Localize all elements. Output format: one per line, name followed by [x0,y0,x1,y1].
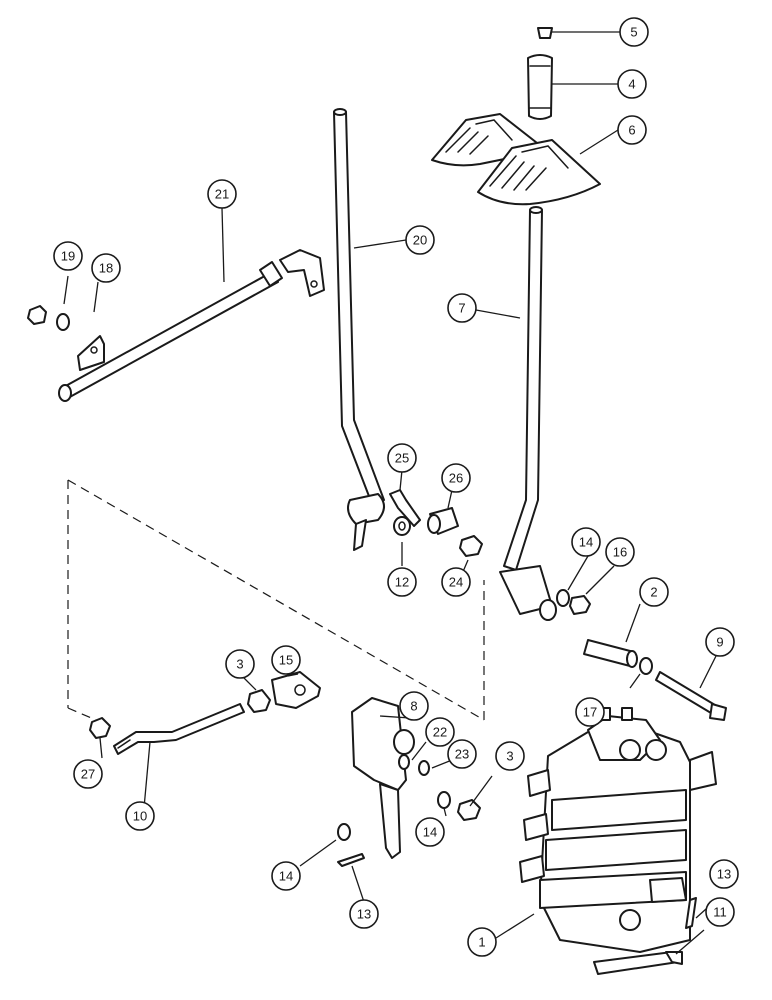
svg-text:22: 22 [433,725,447,740]
part-4-knob [527,54,553,120]
svg-text:19: 19 [61,249,75,264]
callout-23: 23 [447,739,477,769]
svg-text:6: 6 [628,123,635,138]
svg-text:5: 5 [630,25,637,40]
part-16-nut [569,595,591,615]
callout-8: 8 [399,691,429,721]
callout-2: 2 [639,577,669,607]
callout-25: 25 [387,443,417,473]
svg-text:7: 7 [458,301,465,316]
part-9-bolt [655,671,727,721]
svg-text:14: 14 [579,535,593,550]
part-6-boots [431,113,601,206]
svg-text:13: 13 [717,867,731,882]
svg-text:3: 3 [506,749,513,764]
callout-3-right: 3 [495,741,525,771]
callout-18: 18 [91,253,121,283]
svg-text:16: 16 [613,545,627,560]
svg-text:14: 14 [279,869,293,884]
part-8-bracket [351,697,415,859]
callout-27: 27 [73,759,103,789]
part-22-washer [398,754,410,770]
part-14-washer-middle [437,791,451,809]
callout-6: 6 [617,115,647,145]
svg-text:17: 17 [583,705,597,720]
svg-text:12: 12 [395,575,409,590]
svg-text:3: 3 [236,657,243,672]
part-18-washer [56,313,70,331]
callout-5: 5 [619,17,649,47]
svg-text:23: 23 [455,747,469,762]
part-23-washer [418,760,430,776]
svg-text:2: 2 [650,585,657,600]
part-5-cap [537,27,553,39]
svg-text:27: 27 [81,767,95,782]
part-11-pin [593,951,683,975]
callout-14-upper: 14 [571,527,601,557]
part-12-washer [393,516,411,536]
alignment-dashed-lines [67,479,485,721]
callout-17: 17 [575,697,605,727]
callout-14-lower: 14 [271,861,301,891]
part-17-washer [639,657,653,675]
svg-text:14: 14 [423,825,437,840]
svg-text:13: 13 [357,907,371,922]
callout-3-left: 3 [225,649,255,679]
callout-14-middle: 14 [415,817,445,847]
part-2-pin [583,639,638,668]
svg-text:25: 25 [395,451,409,466]
part-10-rod [113,703,245,755]
svg-text:10: 10 [133,809,147,824]
svg-text:1: 1 [478,935,485,950]
part-20-lever [333,108,385,551]
callout-10: 10 [125,801,155,831]
callout-1: 1 [467,927,497,957]
callout-15: 15 [271,645,301,675]
part-7-lever [499,206,557,621]
svg-text:4: 4 [628,77,635,92]
svg-text:11: 11 [713,905,727,920]
part-26-bushing [427,507,459,535]
callout-7: 7 [447,293,477,323]
part-19-nut [27,305,47,325]
svg-text:18: 18 [99,261,113,276]
callout-20: 20 [405,225,435,255]
part-13-cotter-pin-left [337,853,365,867]
svg-text:9: 9 [716,635,723,650]
part-3-nut-right [457,799,481,821]
callout-21: 21 [207,179,237,209]
callout-13-right: 13 [709,859,739,889]
callout-11: 11 [705,897,735,927]
part-13-cotter-pin-right [685,897,697,929]
callout-26: 26 [441,463,471,493]
callout-13-left: 13 [349,899,379,929]
svg-text:26: 26 [449,471,463,486]
svg-text:24: 24 [449,575,463,590]
callout-16: 16 [605,537,635,567]
callout-24: 24 [441,567,471,597]
part-14-washer-lower [337,823,351,841]
part-1-control-valve [519,707,717,953]
callout-19: 19 [53,241,83,271]
callout-22: 22 [425,717,455,747]
part-14-washer-upper [556,589,570,607]
callout-9: 9 [705,627,735,657]
part-21-cross-shaft [58,249,325,402]
svg-text:15: 15 [279,653,293,668]
part-15-rod-end [271,671,321,709]
svg-text:21: 21 [215,187,229,202]
svg-text:8: 8 [410,699,417,714]
callout-12: 12 [387,567,417,597]
part-27-nut [89,717,111,739]
part-3-nut-left [247,689,271,713]
svg-text:20: 20 [413,233,427,248]
callout-4: 4 [617,69,647,99]
part-24-nut [459,535,483,557]
